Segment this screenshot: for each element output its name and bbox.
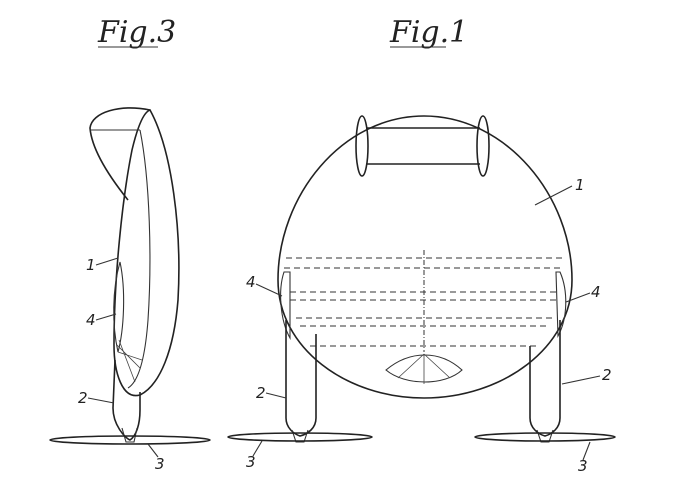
fig1-group: Fig.1: [227, 15, 616, 475]
fig1-front-hatch-lines: [397, 353, 451, 384]
fig1-label-window-right: 4: [591, 283, 601, 301]
fig3-body-outline: [113, 109, 180, 397]
fig1-leader-leg-right: [561, 375, 601, 385]
fig1-leg-left: [285, 320, 317, 437]
fig1-leader-leg-left: [265, 392, 287, 399]
fig1-handle-left: [355, 115, 369, 177]
fig3-hood: [89, 107, 151, 201]
fig1-label-window-left: 4: [246, 273, 256, 291]
fig3-label-window: 4: [86, 311, 96, 329]
fig3-leader-leg: [87, 397, 115, 404]
fig1-ski-left: [227, 432, 373, 442]
fig1-title: Fig.1: [389, 15, 468, 50]
fig1-label-ski-right: 3: [578, 457, 588, 475]
fig3-label-body: 1: [86, 256, 96, 274]
fig1-ski-right: [474, 432, 616, 442]
fig3-leader-window: [95, 313, 117, 321]
fig1-leg-right-tip: [536, 429, 554, 443]
fig3-leader-ski: [147, 443, 159, 458]
fig1-window-left: [280, 271, 291, 341]
fig1-leader-ski-right: [582, 441, 591, 461]
fig3-group: Fig.3 1 4 2 3: [49, 15, 211, 473]
fig3-window-hatch: [116, 339, 143, 383]
fig3-ski: [49, 435, 211, 445]
fig1-leader-window-left: [255, 283, 283, 297]
fig1-label-leg-right: 2: [602, 366, 612, 384]
fig1-leader-ski-left: [252, 440, 263, 457]
fig1-leg-left-tip: [291, 429, 309, 443]
fig1-label-leg-left: 2: [256, 384, 266, 402]
fig1-label-ski-left: 3: [246, 453, 256, 471]
fig1-leader-window-right: [565, 292, 591, 303]
fig1-leg-right: [529, 320, 561, 437]
fig3-inner-contour: [127, 129, 151, 389]
fig1-body-outline: [277, 115, 573, 399]
fig1-front-hatch: [385, 354, 463, 383]
fig1-window-right: [555, 271, 567, 339]
fig3-title: Fig.3: [97, 15, 176, 50]
fig1-handle-right: [476, 115, 490, 177]
fig1-leader-body: [534, 185, 573, 206]
fig3-leader-body: [95, 257, 119, 266]
fig3-leg: [112, 359, 141, 441]
fig1-hidden-lines: [284, 250, 564, 352]
fig3-label-ski: 3: [155, 455, 165, 473]
fig3-leg-tip: [121, 427, 138, 443]
fig3-label-leg: 2: [78, 389, 88, 407]
fig1-label-body: 1: [575, 176, 585, 194]
